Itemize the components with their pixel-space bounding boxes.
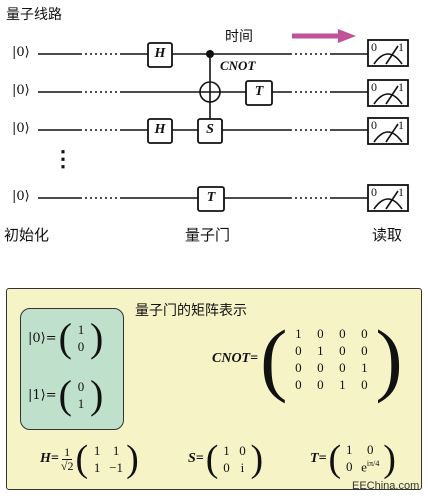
matrix-panel-title: 量子门的矩阵表示 xyxy=(135,303,247,319)
cnot-matrix-eq: = xyxy=(250,351,259,366)
s-cell: 0 xyxy=(223,459,230,475)
cnot-cell: 0 xyxy=(295,359,302,375)
cnot-cell: 0 xyxy=(295,376,302,392)
cnot-cell: 0 xyxy=(317,325,324,341)
ket1-label: |1⟩= xyxy=(28,387,57,403)
cnot-cell: 0 xyxy=(361,342,368,358)
init-label: 初始化 xyxy=(4,226,50,244)
ket1-matrix: |1⟩= ( 0 1 ) xyxy=(28,372,104,417)
time-label: 时间 xyxy=(225,29,253,45)
gates-label: 量子门 xyxy=(185,226,231,244)
gate-t4-box xyxy=(197,186,225,212)
s-matrix: S = ( 1 0 0 i ) xyxy=(188,438,264,480)
cnot-cell: 1 xyxy=(361,359,368,375)
t-cell: 0 xyxy=(345,459,353,475)
t-matrix-label: T xyxy=(310,451,319,466)
s-cell: 1 xyxy=(223,442,230,458)
time-arrow-head xyxy=(338,29,356,43)
h-cell: −1 xyxy=(109,459,124,475)
measure-4-zero: 0 xyxy=(371,185,377,199)
cnot-cell: 0 xyxy=(361,325,368,341)
h-fraction: 1 √2 xyxy=(60,444,74,473)
t-cell: 1 xyxy=(345,442,353,458)
vertical-ellipsis: ⋮ xyxy=(52,146,74,172)
watermark-text: EEChina.com xyxy=(352,480,420,492)
t-cell: e xyxy=(361,459,367,475)
h-cell: 1 xyxy=(112,442,120,458)
measure-3-one: 1 xyxy=(398,118,404,132)
gate-t4-label: T xyxy=(206,190,216,205)
circuit-diagram xyxy=(38,29,409,212)
h-matrix-eq: = xyxy=(50,451,59,466)
cnot-cell: 0 xyxy=(339,325,346,341)
gate-h1-box xyxy=(147,42,173,68)
qubit-label-1: |0⟩ xyxy=(12,45,30,60)
cnot-cell: 0 xyxy=(339,342,346,358)
circuit-title: 量子线路 xyxy=(6,7,62,23)
measure-2-one: 1 xyxy=(398,80,404,94)
basis-states-box xyxy=(20,308,124,430)
t-cell: 0 xyxy=(366,442,374,458)
gate-h3-box xyxy=(147,118,173,144)
cnot-label: CNOT xyxy=(220,58,256,73)
gate-h3-label: H xyxy=(154,122,166,137)
h-cell: 1 xyxy=(93,442,101,458)
h-matrix-label: H xyxy=(40,451,51,466)
t-matrix-eq: = xyxy=(318,451,327,466)
cnot-cell: 0 xyxy=(317,359,324,375)
t-matrix: T = ( 1 0 0 eiπ/4 ) xyxy=(310,438,396,480)
cnot-matrix-label: CNOT xyxy=(212,351,251,366)
measure-1-zero: 0 xyxy=(371,40,377,54)
ket0-cell: 1 xyxy=(77,321,85,337)
meter-needle-1 xyxy=(385,45,399,65)
h-cell: 1 xyxy=(93,459,101,475)
s-cell: i xyxy=(240,459,245,475)
measure-1-one: 1 xyxy=(398,40,404,54)
cnot-cell: 0 xyxy=(295,342,302,358)
cnot-control xyxy=(206,50,214,58)
ket1-cell: 0 xyxy=(77,378,85,394)
ket1-cell: 1 xyxy=(77,395,85,411)
qubit-label-4: |0⟩ xyxy=(12,189,30,204)
measure-2-zero: 0 xyxy=(371,80,377,94)
measure-4-one: 1 xyxy=(398,185,404,199)
s-cell: 0 xyxy=(239,442,246,458)
cnot-cell: 1 xyxy=(317,342,324,358)
read-label: 读取 xyxy=(372,226,403,244)
ket0-cell: 0 xyxy=(77,338,85,354)
t-cell-exp: eiπ/4 xyxy=(357,459,383,475)
cnot-cell: 1 xyxy=(295,325,302,341)
cnot-cell: 0 xyxy=(317,376,324,392)
qubit-label-3: |0⟩ xyxy=(12,121,30,136)
s-matrix-label: S xyxy=(188,451,196,466)
meter-arc-1 xyxy=(373,53,403,65)
gate-h1-label: H xyxy=(154,46,166,61)
s-matrix-eq: = xyxy=(195,451,204,466)
gate-t1-box xyxy=(245,80,273,106)
gate-t1-label: T xyxy=(254,84,264,99)
h-frac-den: √2 xyxy=(60,458,74,473)
cnot-cell: 0 xyxy=(361,376,368,392)
cnot-matrix: CNOT = ( 1 0 0 0 0 1 0 0 0 0 0 1 0 0 1 0… xyxy=(212,313,403,404)
ket0-label: |0⟩= xyxy=(28,330,57,346)
ket0-matrix: |0⟩= ( 1 0 ) xyxy=(28,315,104,360)
gate-s3-label: S xyxy=(206,122,214,137)
cnot-cell: 0 xyxy=(339,359,346,375)
measure-3-zero: 0 xyxy=(371,118,377,132)
cnot-cell: 1 xyxy=(339,376,346,392)
h-frac-num: 1 xyxy=(62,444,73,460)
gate-s3-box xyxy=(197,118,223,144)
t-exponent: iπ/4 xyxy=(366,459,380,469)
qubit-label-2: |0⟩ xyxy=(12,83,30,98)
h-matrix: H = 1 √2 ( 1 1 1 −1 ) xyxy=(40,438,139,480)
